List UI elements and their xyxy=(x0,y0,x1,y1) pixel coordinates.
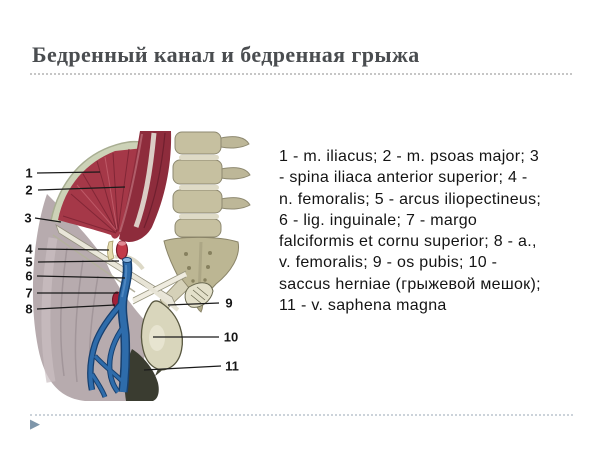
figure-labels: 1 2 3 4 5 6 7 8 9 10 11 xyxy=(24,166,238,374)
hernia-sac xyxy=(140,300,183,371)
figure-label-8: 8 xyxy=(25,302,32,317)
psoas-muscle xyxy=(119,131,172,242)
legend-line: - spina iliaca anterior superior; 4 - xyxy=(279,169,528,187)
figure-label-10: 10 xyxy=(224,330,238,345)
anatomy-illustration: 1 2 3 4 5 6 7 8 9 10 11 xyxy=(24,131,251,401)
footer-divider xyxy=(30,414,573,416)
pubic-bone xyxy=(131,270,214,312)
legend-line: 1 - m. iliacus; 2 - m. psoas major; 3 xyxy=(279,148,540,165)
femoral-nerve xyxy=(107,240,115,261)
figure-label-4: 4 xyxy=(25,242,33,257)
figure-label-7: 7 xyxy=(25,286,32,301)
figure-label-1: 1 xyxy=(25,166,32,181)
femoral-vein xyxy=(87,257,133,398)
legend-line: v. femoralis; 9 - os pubis; 10 - xyxy=(279,254,498,272)
spine-bones xyxy=(172,131,251,238)
figure-label-6: 6 xyxy=(25,269,32,284)
slide-footer-arrow-icon: ▶ xyxy=(30,416,40,431)
legend-line: 11 - v. saphena magna xyxy=(279,297,447,315)
title-divider xyxy=(30,73,572,75)
figure-label-9: 9 xyxy=(225,296,232,311)
legend-line: 6 - lig. inguinale; 7 - margo xyxy=(279,211,478,229)
figure-label-11: 11 xyxy=(225,359,239,374)
slide-title: Бедренный канал и бедренная грыжа xyxy=(32,42,420,67)
figure-label-5: 5 xyxy=(25,255,32,270)
legend-line: saccus herniae (грыжевой мешок); xyxy=(279,275,541,293)
leader-lines xyxy=(34,171,222,371)
anatomy-figure: 1 2 3 4 5 6 7 8 9 10 11 xyxy=(5,130,270,405)
legend-line: n. femoralis; 5 - arcus iliopectineus; xyxy=(279,190,542,208)
figure-label-3: 3 xyxy=(24,211,31,226)
legend-text: 1 - m. iliacus; 2 - m. psoas major; 3 - … xyxy=(279,146,599,316)
legend-line: falciformis et cornu superior; 8 - a., xyxy=(279,233,537,251)
figure-label-2: 2 xyxy=(25,183,32,198)
